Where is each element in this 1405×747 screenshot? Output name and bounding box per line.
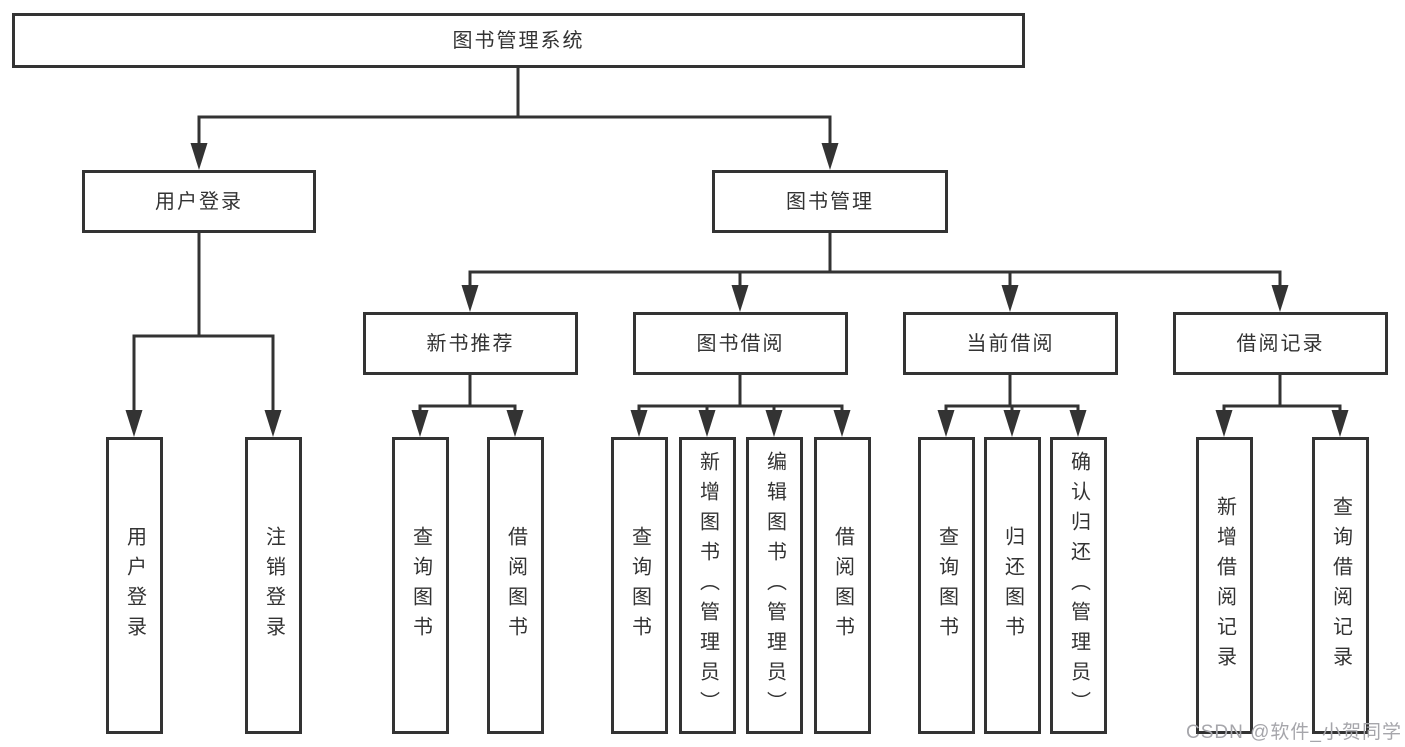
leaf-logout: 注销登录 (245, 437, 302, 734)
node-new-book-recommend: 新书推荐 (363, 312, 578, 375)
node-current-borrowing: 当前借阅 (903, 312, 1118, 375)
node-book-borrowing: 图书借阅 (633, 312, 848, 375)
leaf-add-books-admin: 新增图书（管理员） (679, 437, 736, 734)
leaf-confirm-return-admin: 确认归还（管理员） (1050, 437, 1107, 734)
node-library-management-system: 图书管理系统 (12, 13, 1025, 68)
leaf-query-books-borrowing: 查询图书 (611, 437, 668, 734)
leaf-add-borrow-record: 新增借阅记录 (1196, 437, 1253, 734)
leaf-query-borrow-record: 查询借阅记录 (1312, 437, 1369, 734)
node-user-login: 用户登录 (82, 170, 316, 233)
leaf-borrow-books-recommend: 借阅图书 (487, 437, 544, 734)
leaf-return-books: 归还图书 (984, 437, 1041, 734)
leaf-query-books-recommend: 查询图书 (392, 437, 449, 734)
csdn-watermark: CSDN @软件_小贺同学 (1186, 722, 1402, 743)
leaf-user-login: 用户登录 (106, 437, 163, 734)
leaf-borrow-books-borrowing: 借阅图书 (814, 437, 871, 734)
node-borrowing-records: 借阅记录 (1173, 312, 1388, 375)
leaf-edit-books-admin: 编辑图书（管理员） (746, 437, 803, 734)
leaf-query-books-current: 查询图书 (918, 437, 975, 734)
node-book-management: 图书管理 (712, 170, 948, 233)
